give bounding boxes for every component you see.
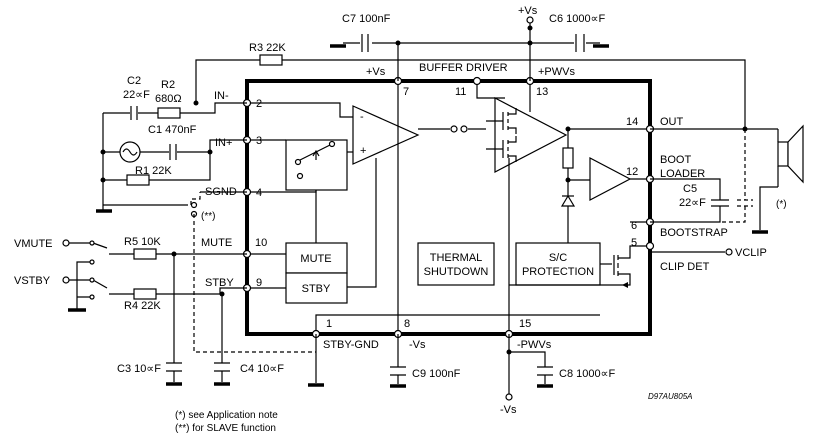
slave-marker: (**) (201, 211, 215, 222)
c5-name-label: C5 (683, 183, 697, 195)
r2-name-label: R2 (161, 79, 175, 91)
pin-15-number: 15 (519, 318, 531, 330)
sc-label-2: PROTECTION (522, 266, 594, 278)
boot-loader-buffer (589, 157, 632, 201)
c7-label: C7 100nF (342, 13, 391, 25)
ic-package-outline (245, 79, 652, 336)
stby-block (285, 272, 348, 304)
pin-10-number: 10 (255, 237, 267, 249)
pin-13-number: 13 (536, 86, 548, 98)
footnote-1: (*) see Application note (175, 410, 278, 421)
opamp-plus-sign: + (360, 145, 366, 157)
vmute-label: VMUTE (14, 238, 53, 250)
pin-8-number: 8 (404, 318, 410, 330)
c2-name-label: C2 (127, 75, 141, 87)
r2-value-label: 680Ω (155, 93, 182, 105)
vstby-label: VSTBY (14, 275, 51, 287)
neg-vs-bottom-label: -Vs (500, 404, 517, 416)
mute-block-label: MUTE (300, 253, 331, 265)
pin-2-number: 2 (256, 98, 262, 110)
top-supply-network (330, 16, 609, 81)
c2-value-label: 22∝F (123, 89, 150, 101)
r3-label: R3 22K (249, 42, 286, 54)
pin-3-number: 3 (256, 135, 262, 147)
neg-vs-label: -Vs (409, 339, 426, 351)
vs-top-label: +Vs (518, 5, 538, 17)
vclip-label: VCLIP (735, 247, 767, 259)
mute-block (285, 242, 348, 274)
thermal-label-1: THERMAL (430, 252, 483, 264)
footnote-2: (**) for SLAVE function (175, 423, 276, 434)
input-switch-block (285, 139, 348, 191)
drawing-code: D97AU805A (648, 392, 692, 401)
c3-label: C3 10∝F (117, 363, 161, 375)
sc-protection-block (515, 242, 601, 286)
r1-label: R1 22K (135, 165, 172, 177)
mute-pin-label: MUTE (201, 237, 232, 249)
c5-value-label: 22∝F (679, 197, 706, 209)
boot-loader-label-2: LOADER (660, 168, 705, 180)
pin-9-number: 9 (256, 277, 262, 289)
c6-label: C6 1000∝F (549, 13, 605, 25)
output-buffer-amp (494, 97, 568, 173)
pin-11-number: 11 (455, 86, 466, 98)
buffer-mosfet-symbols (486, 108, 517, 162)
input-opamp (352, 105, 420, 165)
pin-6-number: 6 (631, 220, 637, 232)
boot-loader-label-1: BOOT (660, 154, 691, 166)
pin-1-number: 1 (326, 318, 332, 330)
thermal-shutdown-block (417, 242, 495, 286)
neg-pwvs-label: -PWVs (517, 339, 552, 351)
sc-label-1: S/C (549, 252, 567, 264)
output-network (650, 124, 804, 256)
r4-label: R4 22K (124, 300, 161, 312)
pin-7-number: 7 (403, 86, 409, 98)
opamp-minus-sign: - (360, 111, 364, 123)
pin-4-number: 4 (256, 187, 262, 199)
bootstrap-label: BOOTSTRAP (660, 227, 728, 239)
stby-gnd-label: STBY-GND (323, 339, 379, 351)
bottom-supply-network (390, 334, 553, 401)
c9-label: C9 100nF (412, 368, 461, 380)
buffer-driver-label: BUFFER DRIVER (419, 62, 508, 74)
c1-label: C1 470nF (148, 124, 197, 136)
clip-det-label: CLIP DET (660, 261, 710, 273)
sgnd-label: SGND (205, 186, 237, 198)
switch-symbol (294, 140, 336, 180)
app-note-marker: (*) (776, 199, 787, 210)
in-plus-label: IN+ (215, 137, 232, 149)
stby-pin-label: STBY (205, 277, 234, 289)
r5-label: R5 10K (124, 236, 161, 248)
pin-12-number: 12 (626, 166, 638, 178)
c4-label: C4 10∝F (240, 363, 284, 375)
vs-inner-label: +Vs (366, 66, 386, 78)
thermal-label-2: SHUTDOWN (424, 266, 489, 278)
c8-label: C8 1000∝F (559, 368, 615, 380)
in-minus-label: IN- (214, 90, 229, 102)
stby-block-label: STBY (302, 283, 331, 295)
pin-14-number: 14 (626, 116, 638, 128)
pin-5-number: 5 (631, 237, 637, 249)
out-label: OUT (660, 116, 684, 128)
mute-stby-control (62, 214, 324, 387)
internal-wiring (247, 81, 650, 334)
pwvs-inner-label: +PWVs (538, 66, 575, 78)
r3-feedback (195, 54, 748, 132)
input-network (96, 100, 247, 218)
